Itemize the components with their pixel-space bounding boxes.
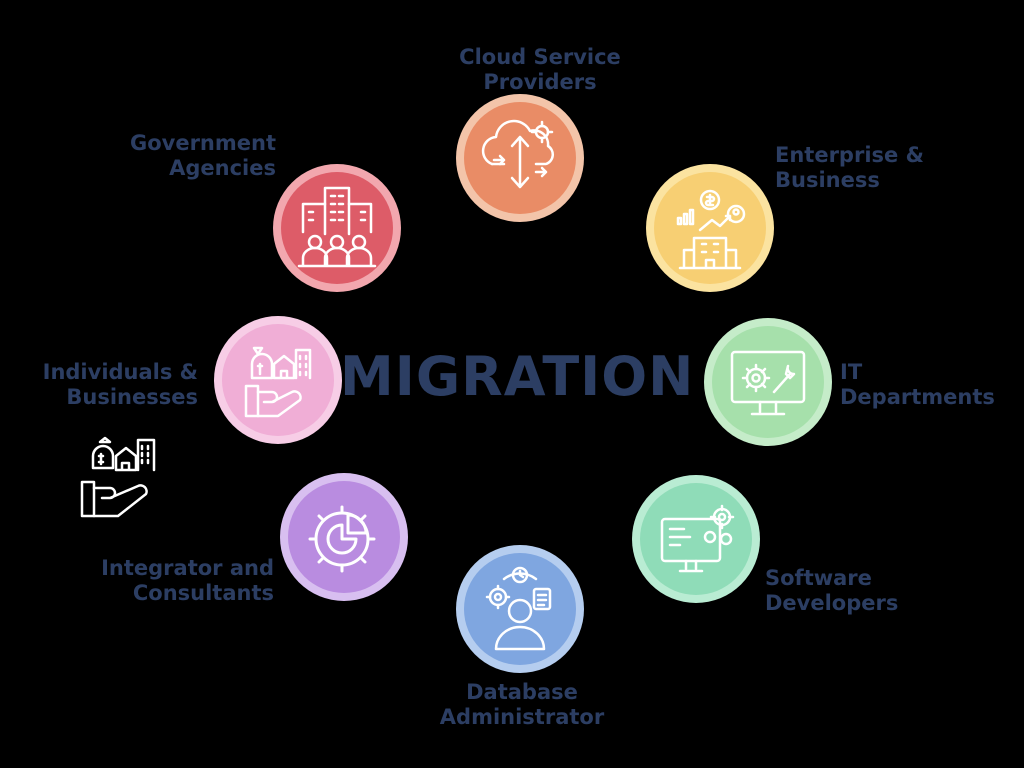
label-individuals-businesses: Individuals & Businesses: [42, 360, 198, 409]
label-government-agencies: Government Agencies: [129, 131, 276, 180]
node-cloud-service-providers: [456, 94, 584, 222]
gear-chart-icon: [308, 505, 376, 573]
node-individuals-businesses: [214, 316, 342, 444]
database-admin-icon: [485, 566, 552, 651]
node-database-administrator: [456, 545, 584, 673]
label-enterprise-business: Enterprise & Business: [775, 143, 924, 192]
label-software-developers: Software Developers: [765, 566, 899, 615]
label-it-departments: IT Departments: [840, 360, 995, 409]
center-title: MIGRATION: [340, 345, 695, 408]
hand-property-outline-icon: [80, 436, 156, 518]
monitor-tools-icon: [730, 350, 806, 416]
code-gears-icon: [660, 504, 735, 573]
cloud-transfer-icon: [481, 119, 555, 189]
node-it-departments: [704, 318, 832, 446]
label-cloud-service-providers: Cloud Service Providers: [459, 45, 621, 94]
node-enterprise-business: [646, 164, 774, 292]
node-integrator-consultants: [280, 473, 408, 601]
hand-property-icon: [244, 346, 312, 418]
label-database-administrator: Database Administrator: [439, 680, 605, 729]
node-government-agencies: [273, 164, 401, 292]
label-integrator-consultants: Integrator and Consultants: [101, 556, 274, 605]
node-software-developers: [632, 475, 760, 603]
enterprise-growth-icon: [676, 189, 746, 270]
government-buildings-icon: [297, 186, 377, 268]
